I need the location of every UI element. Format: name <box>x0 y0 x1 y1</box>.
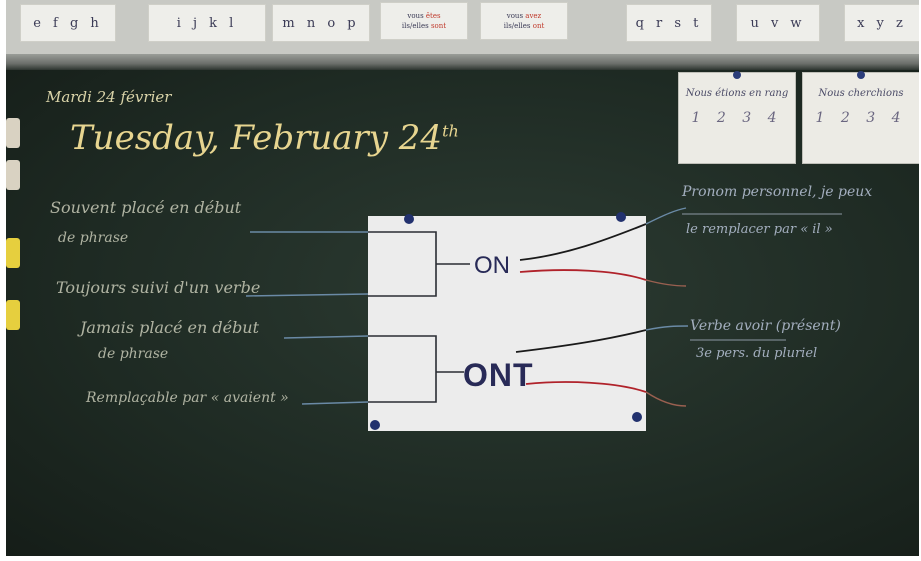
card-verb: avez <box>525 12 542 20</box>
card-text: vous <box>407 12 426 20</box>
chart-brackets <box>368 231 470 403</box>
card-numbers: 1 2 3 4 <box>815 110 907 126</box>
right-note: Verbe avoir (présent) <box>690 318 841 334</box>
red-curve <box>519 269 647 281</box>
date-english: Tuesday, February 24th <box>70 118 459 158</box>
magnet <box>6 238 20 268</box>
wall-strip: e f g h i j k l m n o p vous êtes ils/el… <box>6 0 919 56</box>
date-english-text: Tuesday, February 24 <box>70 118 443 158</box>
pin <box>616 212 626 222</box>
chalk-curves-right <box>645 207 689 407</box>
behavior-card: Nous cherchions 1 2 3 4 <box>802 71 919 164</box>
paper-chart <box>368 216 646 431</box>
card-verb: sont <box>430 22 447 30</box>
red-curve <box>525 381 647 393</box>
alphabet-card: u v w <box>736 4 820 42</box>
blue-line <box>245 293 369 297</box>
black-curve <box>515 329 647 353</box>
pin <box>632 412 642 422</box>
alphabet-card: q r s t <box>626 4 712 42</box>
alphabet-card: e f g h <box>20 4 116 42</box>
chalk-underlines <box>245 231 369 405</box>
card-numbers: 1 2 3 4 <box>691 110 783 126</box>
magnet <box>6 118 20 148</box>
behavior-card: Nous étions en rang 1 2 3 4 <box>678 71 796 164</box>
conjugation-card: vous avez ils/elles ont <box>480 2 568 40</box>
blue-line <box>301 401 369 405</box>
left-note: Remplaçable par « avaient » <box>86 390 289 406</box>
right-note: 3e pers. du pluriel <box>696 346 818 361</box>
chart-curves <box>515 223 647 393</box>
magnet <box>6 300 20 330</box>
pin <box>733 71 741 79</box>
card-title: Nous étions en rang <box>685 88 789 99</box>
conjugation-card: vous êtes ils/elles sont <box>380 2 468 40</box>
alphabet-card: x y z <box>844 4 919 42</box>
card-text: ils/elles <box>401 22 431 30</box>
pin <box>404 214 414 224</box>
date-suffix: th <box>442 121 459 141</box>
magnet <box>6 160 20 190</box>
right-note: le remplacer par « il » <box>686 222 833 237</box>
blue-line <box>645 207 687 225</box>
date-french: Mardi 24 février <box>46 88 172 106</box>
red-line <box>645 279 687 287</box>
chalk-underlines-right <box>682 213 842 341</box>
card-verb: ont <box>532 22 545 30</box>
card-title: Nous cherchions <box>818 88 904 99</box>
blue-line <box>645 325 689 331</box>
pin <box>370 420 380 430</box>
classroom-photo: e f g h i j k l m n o p vous êtes ils/el… <box>6 0 919 556</box>
board-frame <box>6 54 919 70</box>
card-verb: êtes <box>425 12 441 20</box>
chalk-lines <box>245 207 842 407</box>
card-text: ils/elles <box>503 22 533 30</box>
bracket <box>368 335 437 403</box>
right-note: Pronom personnel, je peux <box>682 184 873 200</box>
card-text: vous <box>506 12 526 20</box>
left-note: Souvent placé en début <box>50 198 242 217</box>
bracket <box>368 231 437 297</box>
red-line <box>645 391 687 407</box>
word-on: ON <box>474 252 510 279</box>
left-note: Toujours suivi d'un verbe <box>56 278 261 297</box>
black-curve <box>519 223 647 261</box>
alphabet-card: i j k l <box>148 4 266 42</box>
left-note: de phrase <box>98 346 169 362</box>
left-note: Jamais placé en début <box>80 318 260 337</box>
blue-line <box>283 335 369 339</box>
alphabet-card: m n o p <box>272 4 370 42</box>
word-ont: ONT <box>463 357 534 393</box>
left-note: de phrase <box>58 230 129 246</box>
pin <box>857 71 865 79</box>
